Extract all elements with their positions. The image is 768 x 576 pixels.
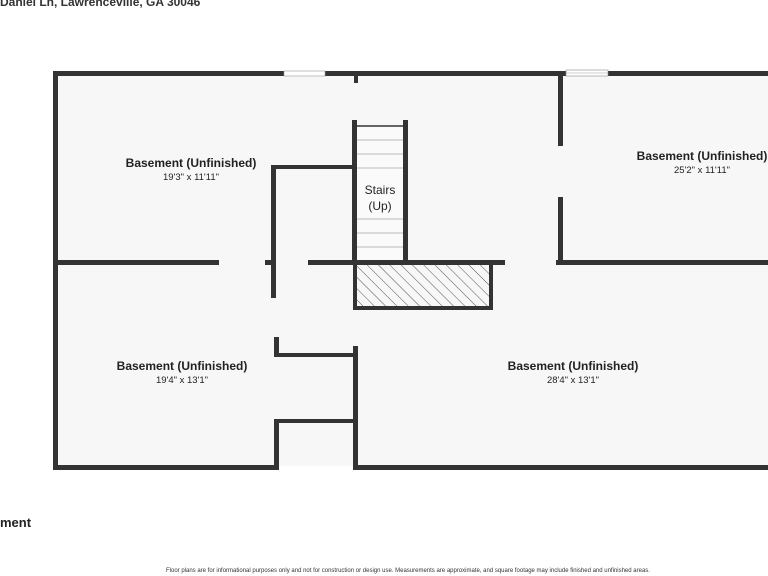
window-top-left <box>283 70 326 77</box>
stairs: Stairs (Up) <box>357 125 403 260</box>
room-label-bottom-right: Basement (Unfinished) 28'4" x 13'1" <box>508 359 639 386</box>
stairs-label: Stairs <box>365 183 396 197</box>
svg-text:Basement (Unfinished): Basement (Unfinished) <box>508 359 639 373</box>
property-address: Daniel Ln, Lawrenceville, GA 30046 <box>0 0 201 9</box>
svg-text:Basement (Unfinished): Basement (Unfinished) <box>637 149 768 163</box>
svg-text:Basement (Unfinished): Basement (Unfinished) <box>126 156 257 170</box>
stairs-direction: (Up) <box>368 199 391 213</box>
exterior-walls <box>53 71 768 470</box>
svg-text:28'4" x 13'1": 28'4" x 13'1" <box>547 375 599 386</box>
disclaimer-text: Floor plans are for informational purpos… <box>166 568 650 574</box>
room-label-top-left: Basement (Unfinished) 19'3" x 11'11" <box>126 156 257 183</box>
hatched-utility-area <box>353 261 493 310</box>
svg-text:Basement (Unfinished): Basement (Unfinished) <box>117 359 248 373</box>
room-label-top-right: Basement (Unfinished) 25'2" x 11'11" <box>637 149 768 176</box>
svg-text:19'4" x 13'1": 19'4" x 13'1" <box>156 375 208 386</box>
room-label-bottom-left: Basement (Unfinished) 19'4" x 13'1" <box>117 359 248 386</box>
windows <box>283 69 609 77</box>
level-label: ment <box>0 515 32 530</box>
svg-text:25'2" x 11'11": 25'2" x 11'11" <box>674 165 730 176</box>
svg-text:19'3" x 11'11": 19'3" x 11'11" <box>163 172 219 183</box>
